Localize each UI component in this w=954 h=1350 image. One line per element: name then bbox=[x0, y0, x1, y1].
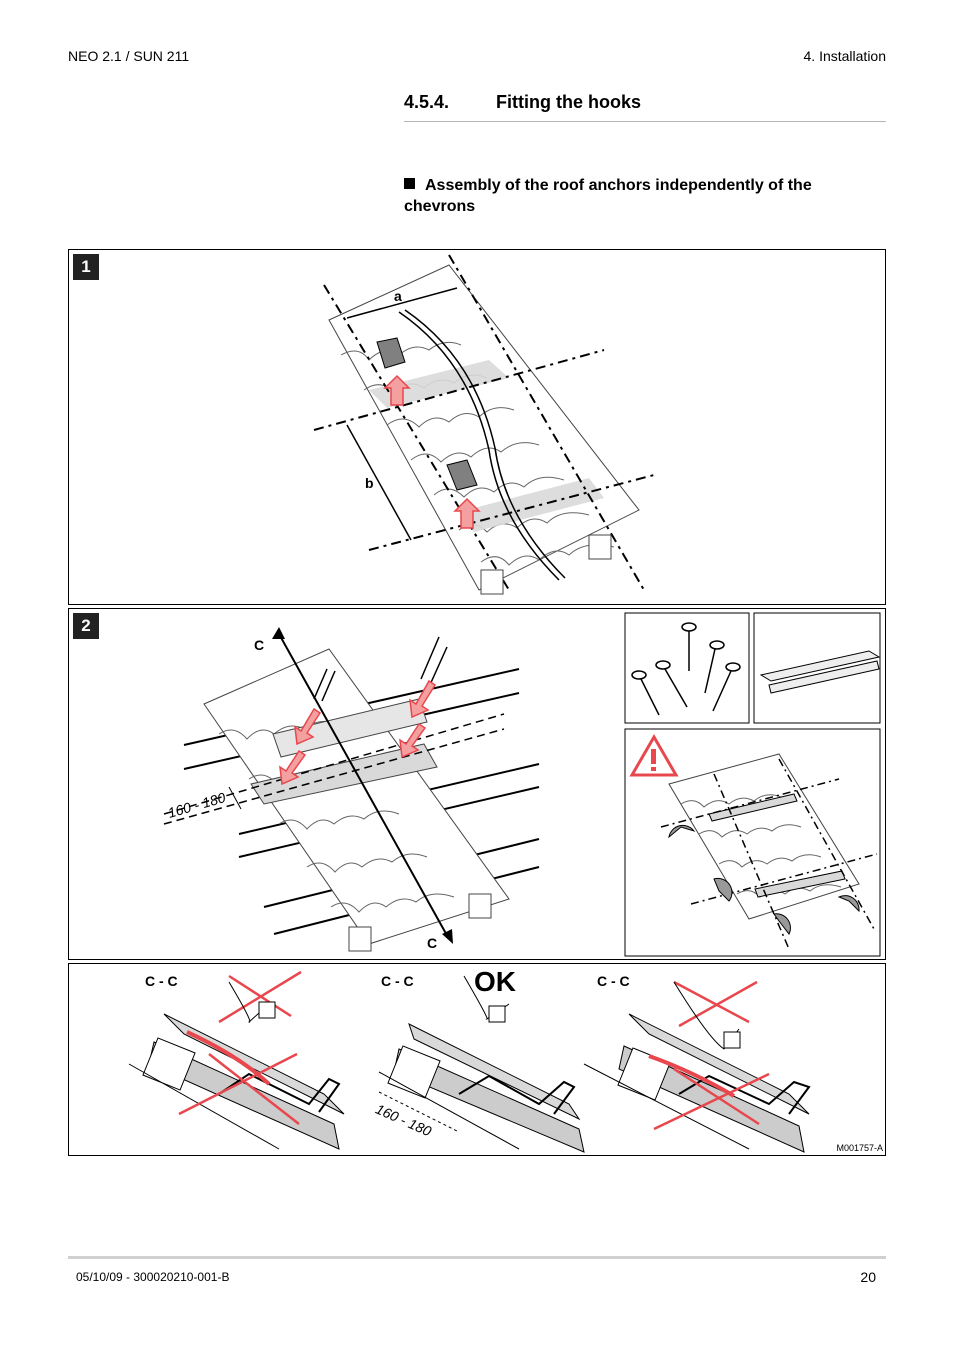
section-title: 4.5.4. Fitting the hooks bbox=[404, 92, 641, 113]
footer-doc-code: 05/10/09 - 300020210-001-B bbox=[76, 1270, 230, 1284]
subheading-text: Assembly of the roof anchors independent… bbox=[404, 177, 812, 215]
cross-sections-drawing bbox=[128, 970, 811, 1153]
header-chapter: 4. Installation bbox=[803, 48, 887, 64]
footer-rule bbox=[68, 1256, 886, 1259]
figure-panel-1: 1 bbox=[68, 249, 886, 605]
section-line-label-bottom: C bbox=[427, 935, 438, 951]
figure-reference: M001757-A bbox=[836, 1143, 883, 1153]
section-label-3: C - C bbox=[597, 973, 630, 989]
figure-panel-3: C - C C - C C - C OK 160 - 180 M001757-A bbox=[68, 963, 886, 1156]
roof-tiles-drawing-2 bbox=[163, 612, 881, 957]
panel-1-badge: 1 bbox=[73, 254, 99, 280]
section-number: 4.5.4. bbox=[404, 92, 450, 112]
page-number: 20 bbox=[860, 1269, 876, 1285]
panel-2-badge: 2 bbox=[73, 613, 99, 639]
section-label-1: C - C bbox=[145, 973, 178, 989]
dimension-label-a: a bbox=[394, 288, 402, 304]
dimension-label-b: b bbox=[365, 475, 374, 491]
section-rule bbox=[404, 121, 886, 122]
ok-label: OK bbox=[474, 966, 516, 997]
section-line-label-top: C bbox=[254, 637, 265, 653]
section-title-text: Fitting the hooks bbox=[496, 92, 641, 112]
subheading: Assembly of the roof anchors independent… bbox=[404, 175, 874, 217]
roof-tiles-drawing-1 bbox=[313, 254, 655, 595]
header-doc-title: NEO 2.1 / SUN 211 bbox=[68, 48, 190, 64]
section-label-2: C - C bbox=[381, 973, 414, 989]
figure-panel-2: 2 bbox=[68, 608, 886, 960]
bullet-square-icon bbox=[404, 178, 415, 189]
